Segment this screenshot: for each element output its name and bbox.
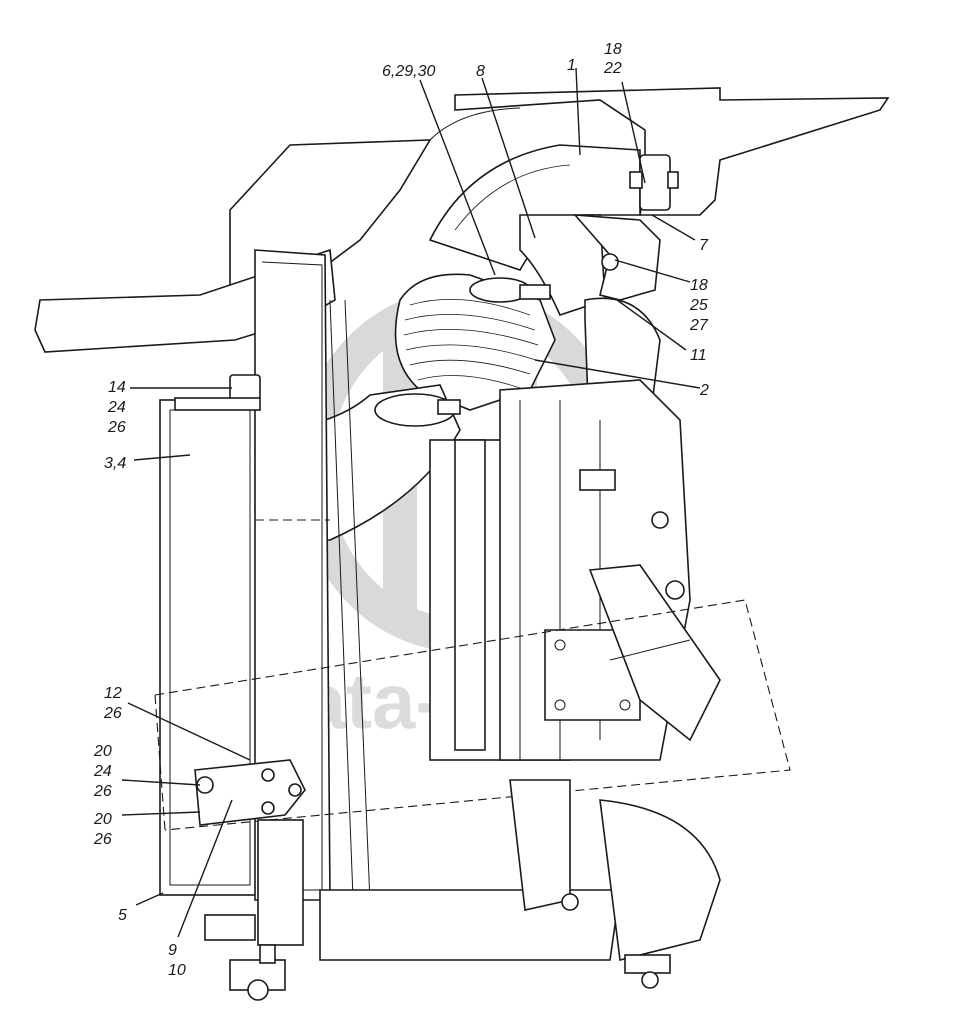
callout-18-25-27: 18 25 27 [689, 277, 709, 334]
svg-text:24: 24 [93, 763, 112, 780]
callout-6-29-30: 6,29,30 [382, 63, 435, 80]
svg-text:3,4: 3,4 [104, 455, 126, 472]
svg-text:26: 26 [93, 831, 112, 848]
callout-2: 2 [699, 382, 709, 399]
clamp-bracket-18-22 [629, 154, 679, 211]
svg-text:12: 12 [104, 685, 122, 702]
drain-valve-left [229, 944, 286, 1001]
intake-pipe [428, 144, 641, 316]
svg-text:10: 10 [168, 962, 186, 979]
svg-text:26: 26 [93, 783, 112, 800]
svg-text:22: 22 [603, 60, 622, 77]
callout-20-24-26: 20 24 26 [93, 743, 112, 800]
svg-text:9: 9 [168, 942, 177, 959]
svg-text:25: 25 [689, 297, 708, 314]
drain-valve-right [624, 954, 671, 989]
svg-text:7: 7 [699, 237, 709, 254]
callout-18-22: 18 22 [603, 41, 622, 77]
mount-bracket [194, 759, 306, 826]
svg-text:20: 20 [93, 743, 112, 760]
svg-text:20: 20 [93, 811, 112, 828]
callout-11: 11 [690, 347, 707, 364]
svg-text:18: 18 [604, 41, 622, 58]
bracket-14 [174, 374, 261, 411]
svg-text:14: 14 [108, 379, 126, 396]
svg-text:18: 18 [690, 277, 708, 294]
callout-20-26: 20 26 [93, 811, 112, 848]
svg-text:2: 2 [699, 382, 709, 399]
callout-12-26: 12 26 [103, 685, 122, 722]
svg-text:8: 8 [476, 63, 485, 80]
svg-text:26: 26 [107, 419, 126, 436]
callout-8: 8 [476, 63, 485, 80]
callout-1: 1 [567, 57, 576, 74]
svg-text:26: 26 [103, 705, 122, 722]
callout-7: 7 [699, 237, 709, 254]
exhaust-flange [544, 564, 721, 742]
crossmember [204, 779, 721, 961]
svg-text:24: 24 [107, 399, 126, 416]
svg-text:11: 11 [690, 347, 707, 364]
callout-9-10: 9 10 [168, 942, 186, 979]
svg-text:5: 5 [118, 907, 127, 924]
callout-14-24-26: 14 24 26 [107, 379, 126, 436]
callout-3-4: 3,4 [104, 455, 126, 472]
svg-text:6,29,30: 6,29,30 [382, 63, 435, 80]
corrugated-hose [394, 273, 556, 411]
frame-rail-phantom [154, 420, 791, 831]
svg-text:27: 27 [689, 317, 709, 334]
svg-text:1: 1 [567, 57, 576, 74]
leader-lines [121, 67, 701, 938]
callout-5: 5 [118, 907, 127, 924]
